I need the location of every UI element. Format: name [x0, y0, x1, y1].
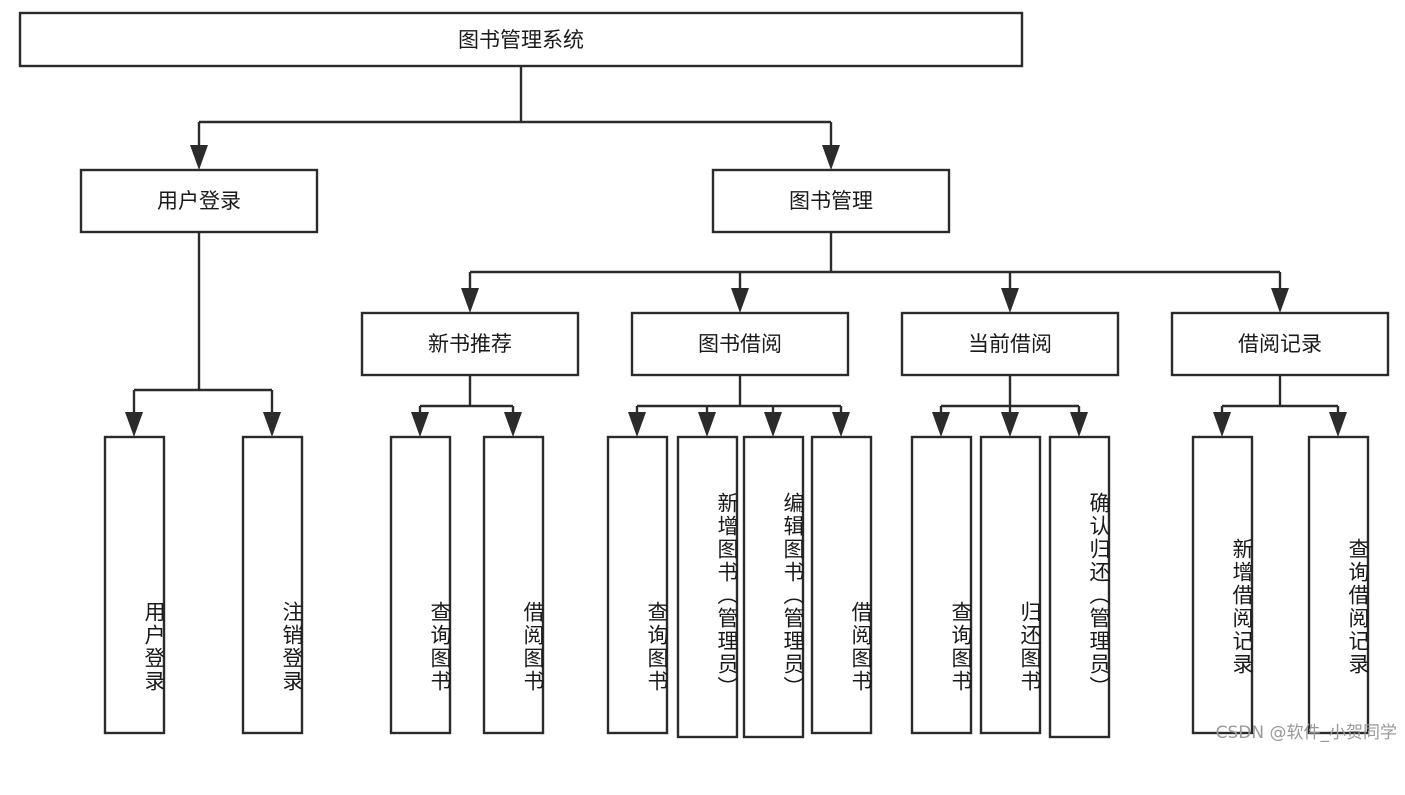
arrow-head-leaf-user-login — [125, 412, 143, 437]
arrow-head-new-book-recommend — [461, 288, 479, 313]
leaf-label-edit-book: 编辑图书（管理员） — [781, 491, 805, 699]
node-user-login-box[interactable] — [79, 168, 319, 234]
arrow-head-leaf-query-book-1 — [411, 412, 429, 437]
node-book-manage-label: 图书管理 — [789, 189, 873, 213]
leaf-box-user-login[interactable] — [103, 435, 166, 735]
leaf-box-borrow-book-2[interactable] — [810, 435, 873, 735]
arrow-head-book-manage — [822, 145, 840, 170]
node-borrow-record-label: 借阅记录 — [1238, 332, 1322, 356]
arrow-head-book-borrow — [731, 288, 749, 313]
arrow-head-leaf-borrow-book-1 — [504, 412, 522, 437]
leaf-box-confirm-return[interactable] — [1048, 435, 1111, 739]
arrow-head-leaf-edit-book — [764, 412, 782, 437]
arrow-head-leaf-query-book-3 — [932, 412, 950, 437]
node-root-box[interactable] — [18, 11, 1024, 68]
node-new-book-recommend[interactable]: 新书推荐 — [360, 311, 580, 377]
arrow-head-borrow-record — [1271, 288, 1289, 313]
leaf-box-query-record[interactable] — [1307, 435, 1370, 735]
hierarchy-diagram: 图书管理系统 用户登录 图书管理 新书推荐 图书借阅 当前借阅 借阅记录 — [18, 11, 1390, 739]
node-new-book-recommend-label: 新书推荐 — [428, 332, 512, 356]
leaf-box-logout[interactable] — [241, 435, 304, 735]
node-book-borrow-label: 图书借阅 — [698, 332, 782, 356]
node-new-book-recommend-box[interactable] — [360, 311, 580, 377]
arrow-head-user-login — [190, 145, 208, 170]
node-user-login[interactable]: 用户登录 — [79, 168, 319, 234]
leaf-box-borrow-book-1[interactable] — [482, 435, 545, 735]
node-root-label: 图书管理系统 — [458, 28, 584, 52]
leaf-label-add-record: 新增借阅记录 — [1230, 538, 1254, 676]
leaf-box-query-book-1[interactable] — [389, 435, 452, 735]
leaf-box-add-record[interactable] — [1191, 435, 1254, 735]
connector-group-user-login — [125, 232, 281, 437]
connector-group-root — [190, 66, 840, 170]
node-book-manage[interactable]: 图书管理 — [711, 168, 951, 234]
arrow-head-leaf-return-book — [1001, 412, 1019, 437]
diagram-canvas: 图书管理系统 用户登录 图书管理 新书推荐 图书借阅 当前借阅 借阅记录 — [18, 11, 1397, 743]
arrow-head-leaf-query-book-2 — [628, 412, 646, 437]
connector-group-book-manage — [461, 232, 1289, 313]
node-current-borrow-label: 当前借阅 — [968, 332, 1052, 356]
leaf-box-edit-book[interactable] — [742, 435, 805, 739]
leaf-label-return-book: 归还图书 — [1018, 601, 1042, 693]
leaf-label-query-book-1: 查询图书 — [428, 601, 452, 693]
leaf-label-borrow-book-2: 借阅图书 — [849, 601, 873, 693]
node-user-login-label: 用户登录 — [157, 189, 241, 213]
leaf-label-confirm-return: 确认归还（管理员） — [1087, 491, 1111, 699]
leaf-label-logout: 注销登录 — [280, 601, 304, 693]
leaf-label-query-book-3: 查询图书 — [949, 601, 973, 693]
arrow-head-leaf-add-record — [1213, 412, 1231, 437]
arrow-head-leaf-logout — [263, 412, 281, 437]
leaf-label-query-book-2: 查询图书 — [645, 601, 669, 693]
arrow-head-leaf-add-book — [698, 412, 716, 437]
leaf-box-query-book-3[interactable] — [910, 435, 973, 735]
watermark-text: CSDN @软件_小贺同学 — [1215, 723, 1397, 743]
connector-group-current-borrow — [932, 375, 1088, 437]
node-current-borrow-box[interactable] — [900, 311, 1120, 377]
arrow-head-leaf-borrow-book-2 — [832, 412, 850, 437]
leaf-box-add-book[interactable] — [676, 435, 739, 739]
node-book-borrow-box[interactable] — [630, 311, 850, 377]
connector-group-book-borrow — [628, 375, 850, 437]
arrow-head-leaf-confirm-return — [1070, 412, 1088, 437]
leaf-label-borrow-book-1: 借阅图书 — [521, 601, 545, 693]
connector-group-new-book-recommend — [411, 375, 522, 437]
leaf-box-query-book-2[interactable] — [606, 435, 669, 735]
arrow-head-leaf-query-record — [1329, 412, 1347, 437]
node-current-borrow[interactable]: 当前借阅 — [900, 311, 1120, 377]
leaf-label-user-login: 用户登录 — [142, 601, 166, 693]
leaf-label-query-record: 查询借阅记录 — [1346, 538, 1370, 676]
node-borrow-record[interactable]: 借阅记录 — [1170, 311, 1390, 377]
node-root[interactable]: 图书管理系统 — [18, 11, 1024, 68]
leaf-label-add-book: 新增图书（管理员） — [715, 491, 739, 699]
node-book-borrow[interactable]: 图书借阅 — [630, 311, 850, 377]
leaf-boxes — [103, 435, 1370, 739]
connector-group-borrow-record — [1213, 375, 1347, 437]
leaf-box-return-book[interactable] — [979, 435, 1042, 735]
node-book-manage-box[interactable] — [711, 168, 951, 234]
node-borrow-record-box[interactable] — [1170, 311, 1390, 377]
arrow-head-current-borrow — [1001, 288, 1019, 313]
